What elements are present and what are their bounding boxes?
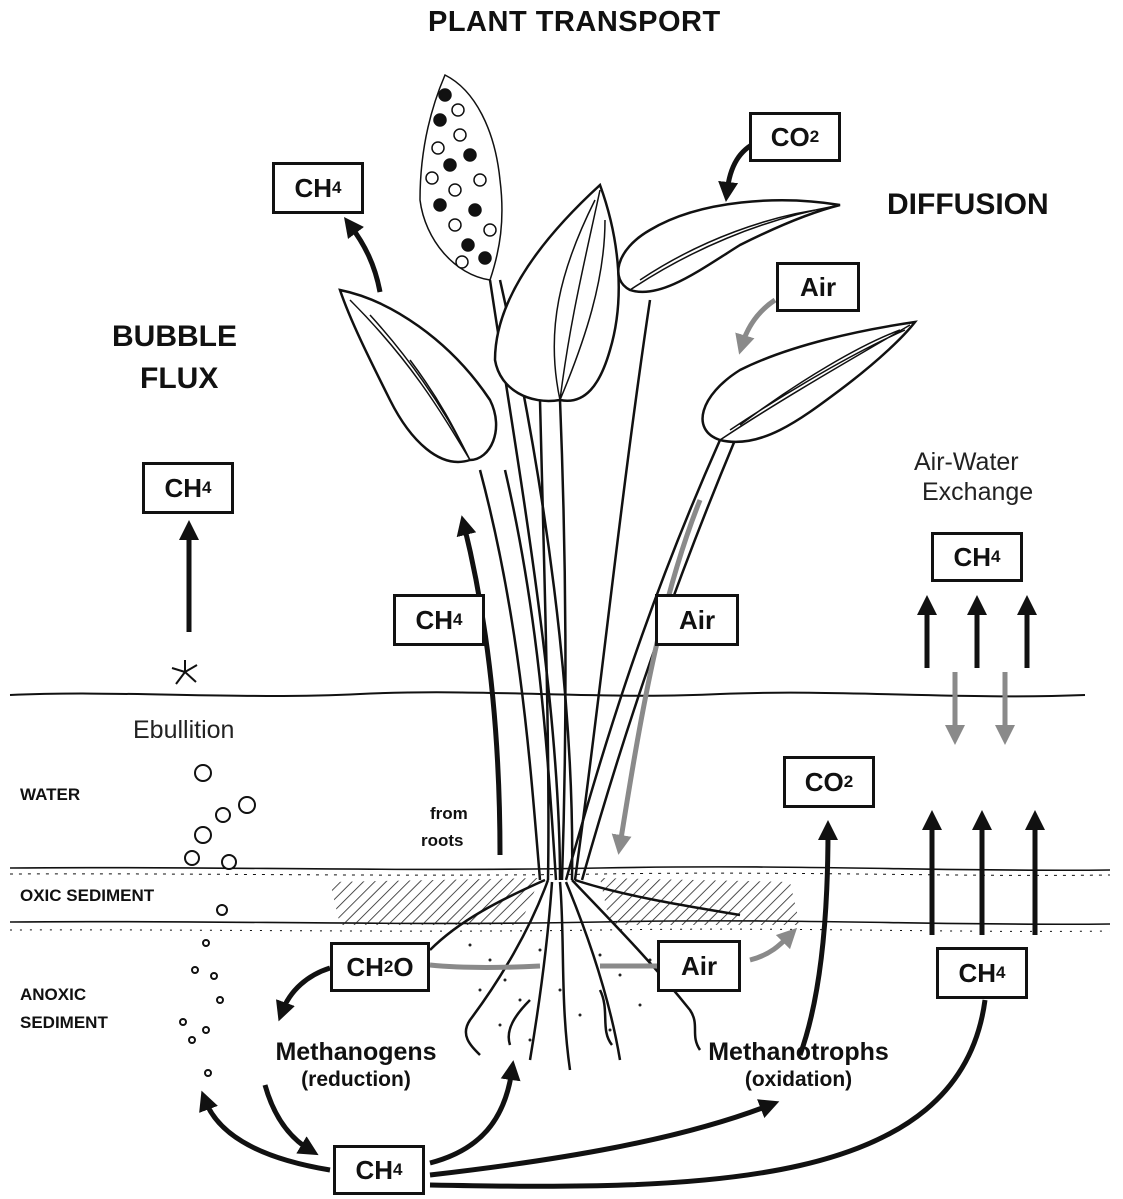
diffusion-heading: DIFFUSION <box>887 190 1049 220</box>
air-box-leaf: Air <box>776 262 860 312</box>
bubble-burst <box>172 660 197 684</box>
zone-anoxic-label-line1: ANOXIC <box>20 986 86 1003</box>
zone-anoxic-label-line2: SEDIMENT <box>20 1014 108 1031</box>
methanotrophs-sublabel: (oxidation) <box>676 1069 921 1090</box>
zone-oxic-label: OXIC SEDIMENT <box>20 887 154 904</box>
methanogens-sublabel: (reduction) <box>246 1069 466 1090</box>
from-roots-line2: roots <box>421 832 464 849</box>
air-box-stem: Air <box>655 594 739 646</box>
from-roots-line1: from <box>430 805 468 822</box>
plant-transport-heading: PLANT TRANSPORT <box>428 8 721 37</box>
air-water-exchange-line1: Air-Water <box>914 450 1019 475</box>
zone-water-label: WATER <box>20 786 80 803</box>
methanotrophs-label: Methanotrophs (oxidation) <box>676 1040 921 1090</box>
bubbles <box>180 765 255 1076</box>
ebullition-label: Ebullition <box>133 718 234 743</box>
methanogens-label: Methanogens (reduction) <box>246 1040 466 1090</box>
air-water-exchange-line2: Exchange <box>922 480 1033 505</box>
bubble-flux-heading-line2: FLUX <box>140 364 218 394</box>
flower-spike <box>420 75 502 280</box>
bubble-flux-heading-line1: BUBBLE <box>112 322 237 352</box>
air-box-root: Air <box>657 940 741 992</box>
